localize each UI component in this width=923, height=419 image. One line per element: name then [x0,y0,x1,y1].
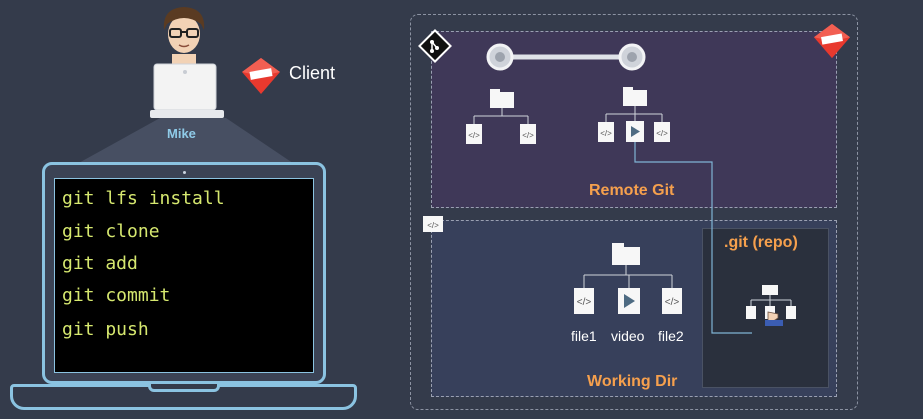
code-file-icon [520,124,536,144]
terminal-command: git push [62,319,149,340]
file-label: file1 [571,328,597,344]
terminal-command: git clone [62,221,160,242]
person-avatar-icon [163,7,205,66]
code-file-icon [654,122,670,142]
svg-text:</>: </> [665,297,680,308]
code-file-icon [423,216,443,232]
git-logo-icon [418,29,452,63]
svg-text:</>: </> [600,129,612,138]
folder-icon [762,285,778,295]
code-file-icon [466,124,482,144]
svg-text:</>: </> [522,131,534,140]
svg-text:</>: </> [468,131,480,140]
code-file-icon [574,288,594,314]
git-diamond-icon [813,23,851,59]
repo-title: .git (repo) [724,234,798,251]
terminal-window[interactable]: git lfs install git clone git add git co… [54,178,314,373]
git-diagram-panel [410,14,858,410]
file-label: video [611,328,645,344]
lfs-pointer-line [634,142,752,334]
repo-tree [746,285,796,326]
remote-tree-right: </> </> [598,87,670,142]
svg-text:</>: </> [427,221,439,230]
terminal-command: git add [62,253,138,274]
folder-icon [490,92,514,108]
file-label: file2 [658,328,684,344]
code-file-icon [662,288,682,314]
terminal-command: git commit [62,285,171,306]
laptop-base [10,384,357,410]
code-file-icon [746,306,756,319]
user-name-label: Mike [167,126,196,141]
laptop-icon [150,63,224,118]
code-file-icon [786,306,796,319]
code-file-icon [598,122,614,142]
svg-text:</>: </> [656,129,668,138]
terminal-command: git lfs install [62,188,225,209]
working-dir-title: Working Dir [587,373,678,390]
folder-icon [612,247,640,265]
svg-text:</>: </> [577,297,592,308]
working-tree: </> </> [574,243,682,314]
folder-icon [623,90,647,106]
remote-tree-left: </> </> [466,89,536,144]
laptop-notch [148,384,220,392]
client-label: Client [289,63,336,83]
webcam-dot [183,171,186,174]
remote-git-title: Remote Git [589,182,675,199]
git-diamond-icon [242,58,280,94]
